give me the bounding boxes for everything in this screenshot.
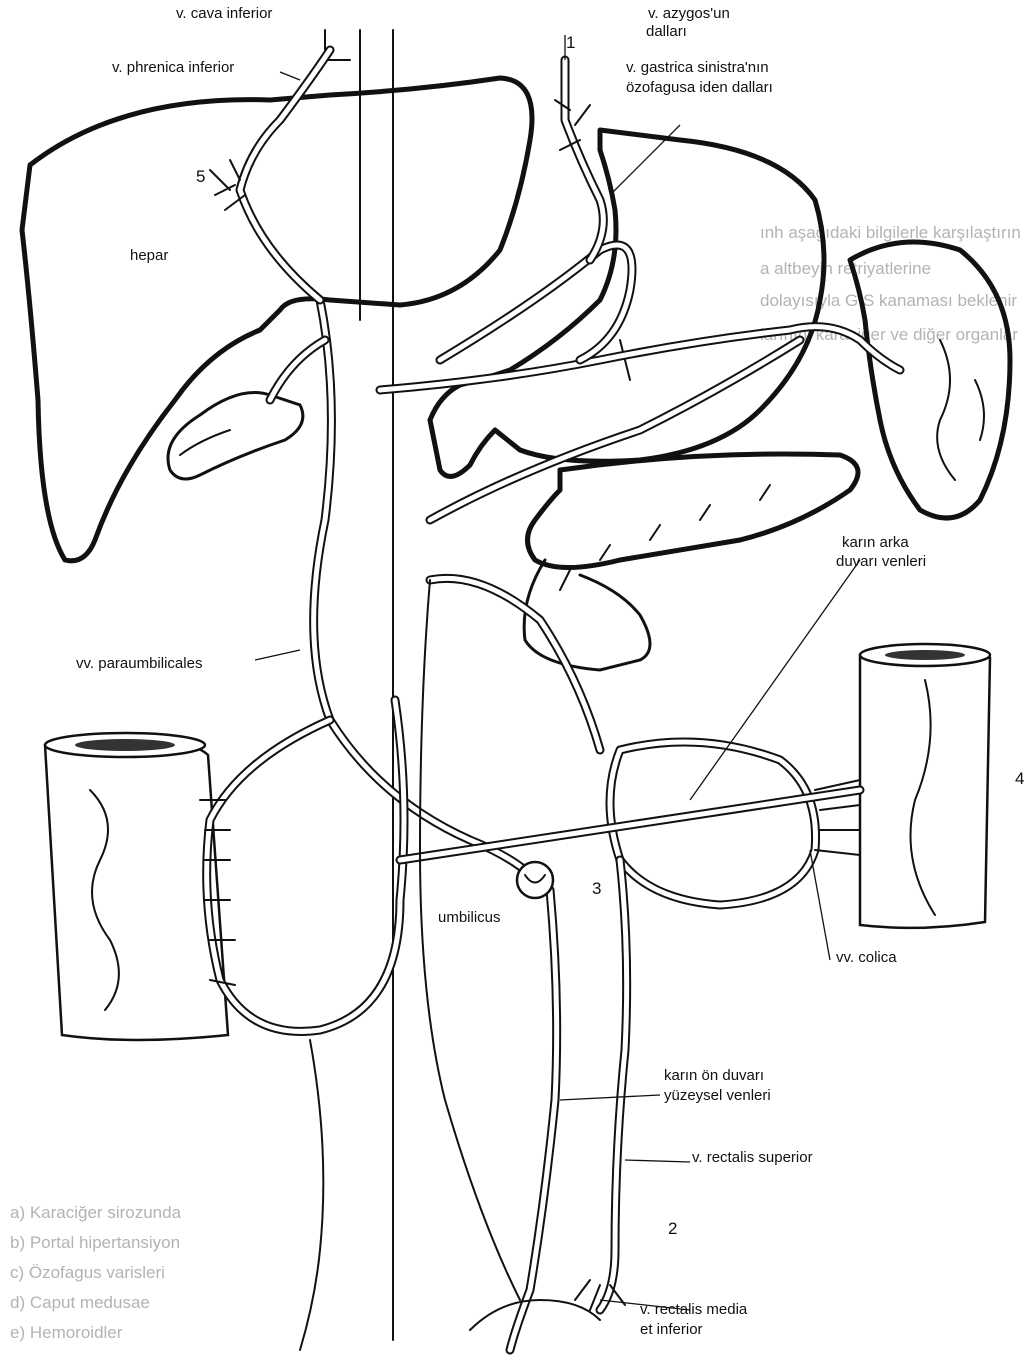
label-azygos-line2: dalları [646, 23, 687, 40]
label-karin-on-line2: yüzeysel venleri [664, 1087, 771, 1104]
label-paraumbilicales: vv. paraumbilicales [76, 655, 202, 672]
labels: v. cava inferior v. azygos'un dalları v.… [76, 5, 926, 1338]
label-vena-cava-inferior: v. cava inferior [176, 5, 272, 22]
bg-line: dolayısıyla GIS kanaması beklenir [760, 291, 1017, 310]
bg-line: d) Caput medusae [10, 1293, 150, 1312]
bg-line: a) Karaciğer sirozunda [10, 1203, 182, 1222]
bg-line: a altbeyin retriyatlerine [760, 259, 931, 278]
label-phrenica-inferior: v. phrenica inferior [112, 59, 234, 76]
anastomosis-numbers: 1 2 3 4 5 [196, 33, 1024, 1238]
descending-colon [860, 644, 990, 928]
label-karin-arka-line1: karın arka [842, 534, 909, 551]
pancreas [524, 454, 858, 670]
umbilicus-node [517, 862, 553, 898]
bg-line: ınh aşağıdaki bilgilerle karşılaştırın [760, 223, 1021, 242]
label-karin-on-line1: karın ön duvarı [664, 1067, 764, 1084]
label-gastrica-line2: özofagusa iden dalları [626, 79, 773, 96]
label-rectalis-superior: v. rectalis superior [692, 1149, 813, 1166]
label-gastrica-line1: v. gastrica sinistra'nın [626, 59, 769, 76]
label-colica: vv. colica [836, 949, 897, 966]
bg-line: c) Özofagus varisleri [10, 1263, 165, 1282]
label-azygos-line1: v. azygos'un [648, 5, 730, 22]
label-rectalis-media-line2: et inferior [640, 1321, 703, 1338]
number-4: 4 [1015, 769, 1024, 788]
ascending-colon [45, 733, 228, 1040]
bg-line: e) Hemoroidler [10, 1323, 123, 1342]
midline-lines [325, 30, 393, 1340]
number-3: 3 [592, 879, 601, 898]
label-hepar: hepar [130, 247, 168, 264]
liver [22, 78, 532, 561]
label-rectalis-media-line1: v. rectalis media [640, 1301, 748, 1318]
number-5: 5 [196, 167, 205, 186]
label-karin-arka-line2: duvarı venleri [836, 553, 926, 570]
spleen [850, 242, 1010, 518]
number-2: 2 [668, 1219, 677, 1238]
label-umbilicus: umbilicus [438, 909, 501, 926]
bg-line: b) Portal hipertansiyon [10, 1233, 180, 1252]
number-1: 1 [566, 33, 575, 52]
